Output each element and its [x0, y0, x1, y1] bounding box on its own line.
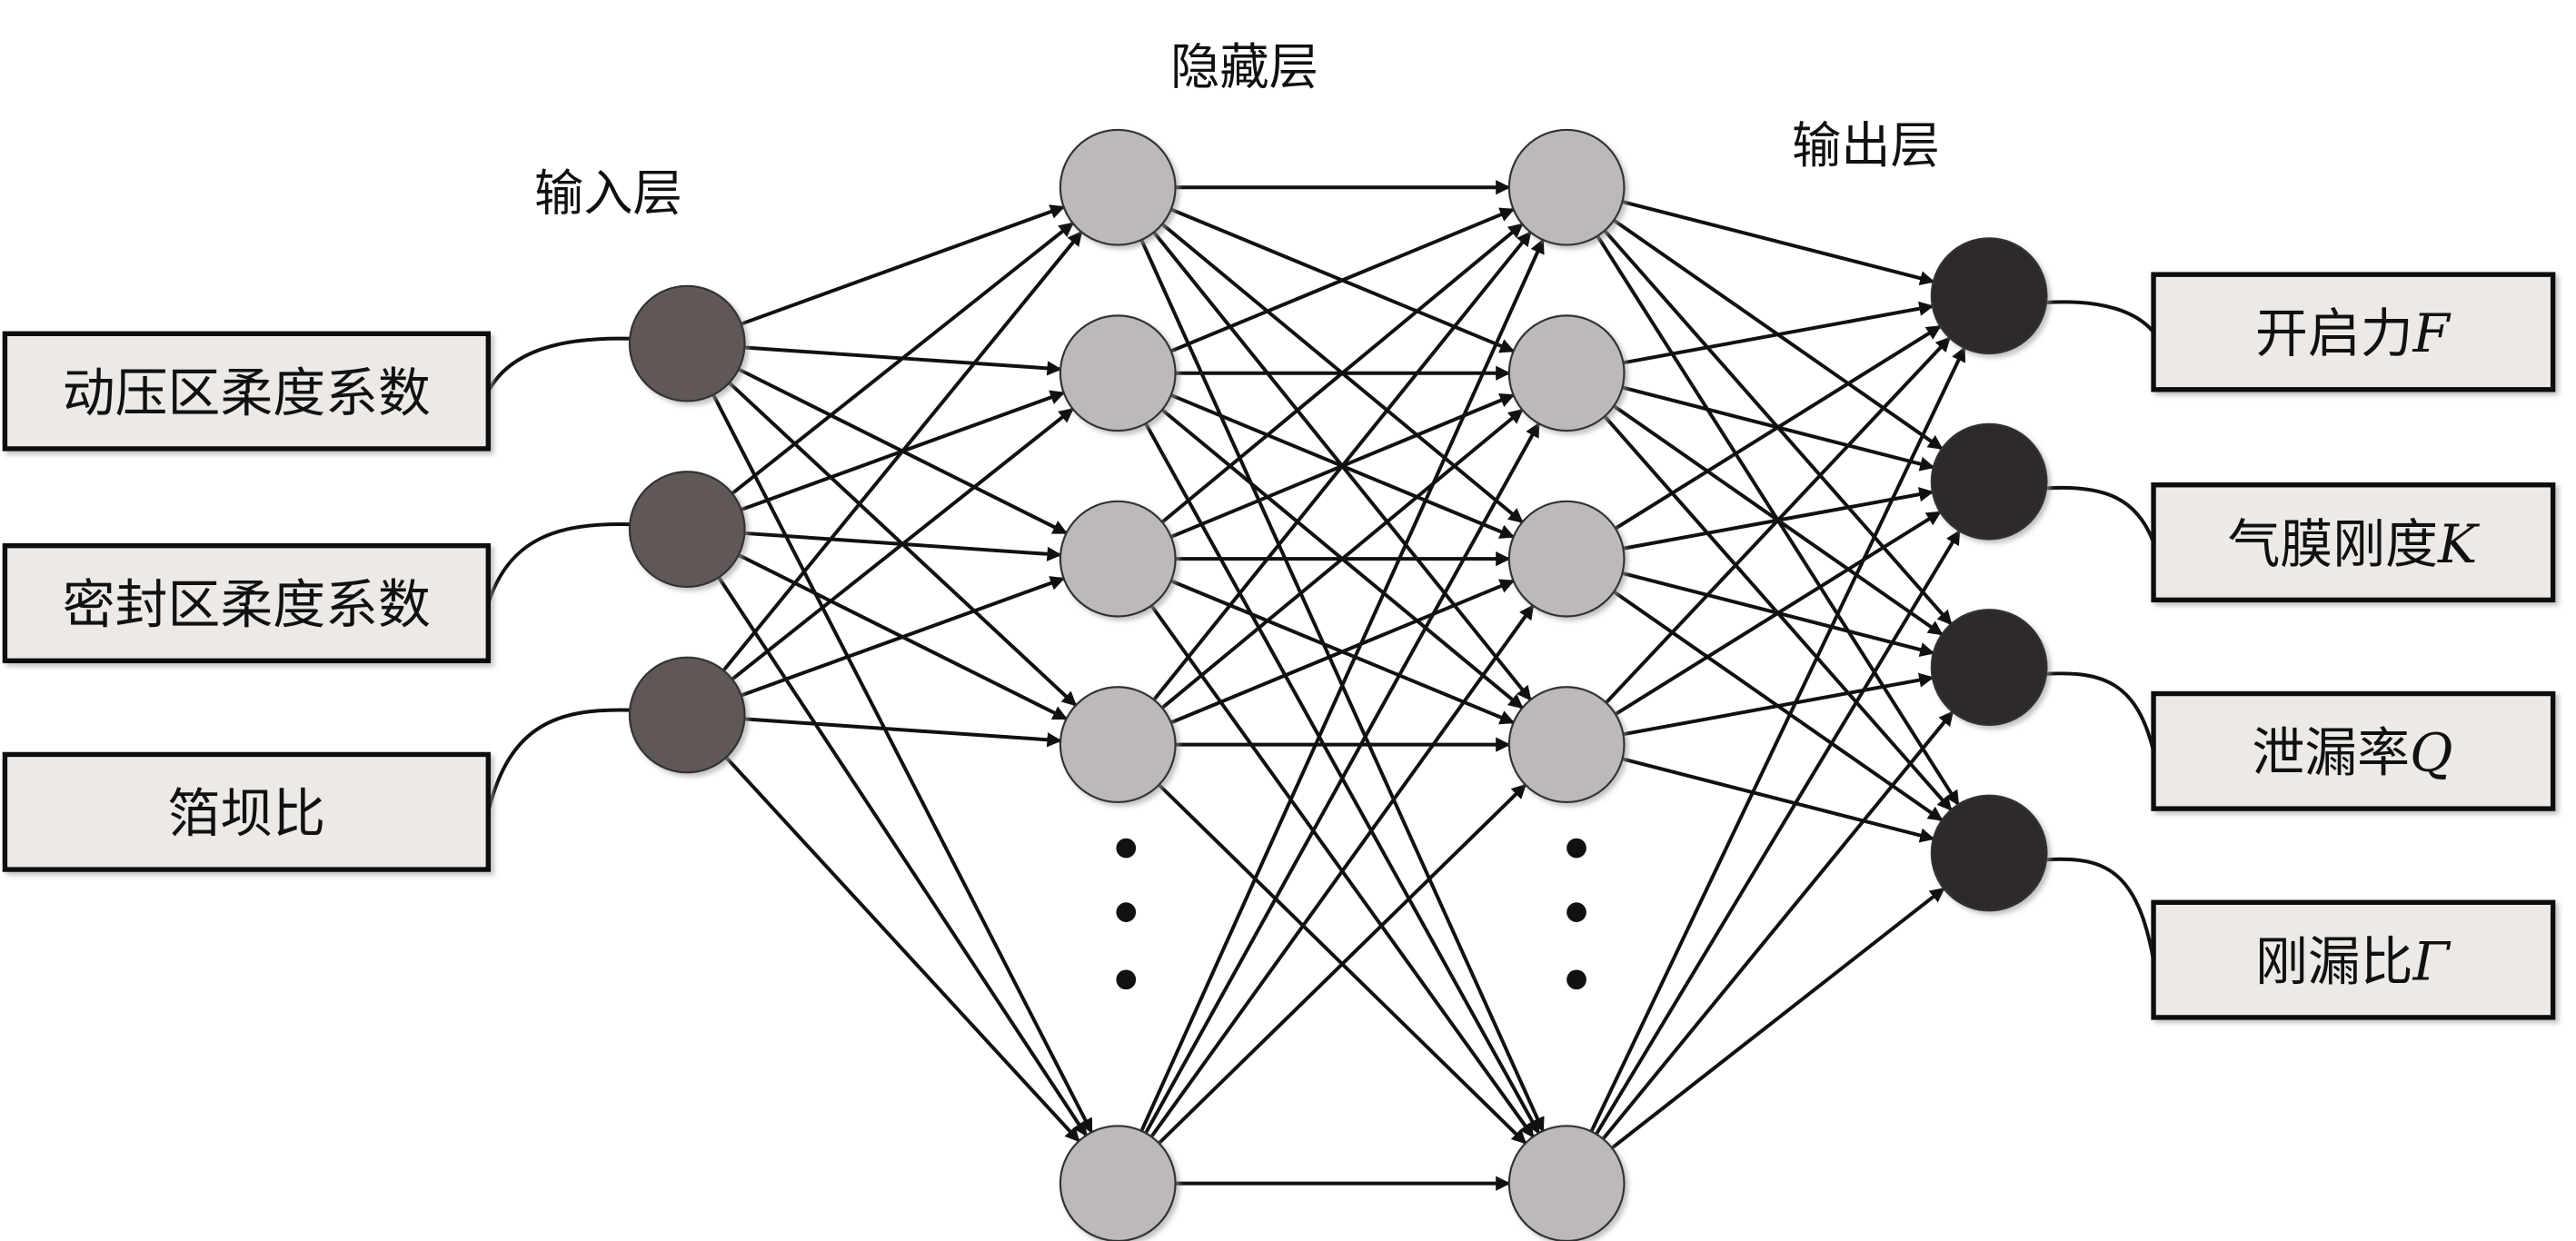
- hidden1-hidden2-edge-1-0: [1169, 207, 1516, 353]
- output-node-0: [1930, 237, 2048, 355]
- output-symbol: Γ: [2412, 930, 2452, 992]
- input-hidden1-edge-2-4: [724, 756, 1080, 1143]
- input-hidden1-edge-2-3: [744, 717, 1062, 748]
- input-hidden1-edge-1-0: [731, 222, 1074, 495]
- input-box-1: [2, 542, 492, 664]
- input-node-1: [628, 471, 746, 588]
- output-name: 开启力: [2255, 303, 2413, 364]
- input-link-2: [486, 708, 630, 813]
- ellipsis-dots: [1116, 838, 1586, 990]
- hidden1-hidden2-edge-4-1: [1144, 422, 1541, 1135]
- output-node-2: [1930, 609, 2048, 726]
- output-node-1: [1930, 422, 2048, 541]
- output-box-2: [2151, 690, 2556, 811]
- hidden2-node-2: [1507, 500, 1626, 618]
- output-symbol: Q: [2410, 722, 2452, 784]
- input-hidden1-edge-0-4: [711, 393, 1094, 1134]
- hidden1-node-0: [1059, 128, 1177, 246]
- ellipsis-dot: [1116, 969, 1137, 990]
- hidden2-output-edge-2-0: [1614, 324, 1942, 531]
- input-link-1: [486, 522, 630, 604]
- ellipsis-dot: [1116, 902, 1137, 922]
- input-box-0: [2, 331, 492, 452]
- output-label-0: 开启力F: [2255, 303, 2452, 364]
- hidden1-hidden2-edge-4-0: [1139, 238, 1545, 1132]
- input-hidden1-edge-0-0: [741, 204, 1066, 326]
- input-hidden1-edge-1-4: [717, 576, 1089, 1137]
- input-hidden1-edge-2-2: [741, 576, 1066, 698]
- input-node-2: [628, 656, 746, 774]
- output-label-3: 刚漏比Γ: [2255, 930, 2452, 992]
- output-name: 刚漏比: [2255, 930, 2413, 992]
- output-box-3: [2151, 899, 2556, 1020]
- hidden2-output-edge-1-0: [1623, 301, 1934, 365]
- input-layer-title: 输入层: [534, 165, 682, 223]
- ellipsis-dot: [1566, 902, 1586, 922]
- input-label-1: 密封区柔度系数: [63, 574, 431, 636]
- hidden1-hidden2-edge-3-0: [1152, 231, 1532, 701]
- nodes: [628, 128, 2048, 1241]
- hidden1-hidden2-edge-4-2: [1149, 604, 1535, 1138]
- output-node-3: [1930, 794, 2048, 912]
- hidden2-output-edge-0-0: [1621, 200, 1935, 286]
- ellipsis-dot: [1566, 969, 1586, 990]
- output-link-0: [2046, 300, 2155, 333]
- output-symbol: F: [2412, 303, 2452, 364]
- hidden2-output-edge-3-2: [1623, 672, 1934, 737]
- output-label-1: 气膜刚度K: [2228, 513, 2482, 575]
- hidden2-output-edge-3-3: [1621, 757, 1935, 843]
- input-link-0: [486, 336, 630, 392]
- connections: [711, 180, 1966, 1191]
- hidden2-output-edge-4-1: [1595, 529, 1962, 1136]
- hidden2-node-3: [1507, 686, 1626, 804]
- output-link-1: [2046, 485, 2155, 543]
- hidden2-output-edge-3-1: [1614, 510, 1942, 716]
- output-name: 泄漏率: [2252, 722, 2410, 784]
- input-node-0: [628, 284, 746, 402]
- input-hidden1-edge-2-1: [731, 407, 1074, 681]
- output-link-3: [2046, 857, 2155, 960]
- hidden1-hidden2-edge-3-1: [1160, 408, 1524, 710]
- output-label-2: 泄漏率Q: [2252, 722, 2452, 784]
- hidden1-node-4: [1059, 1125, 1177, 1241]
- io-links: [486, 300, 2155, 960]
- output-box-0: [2151, 272, 2556, 392]
- hidden2-node-4: [1507, 1125, 1626, 1241]
- output-symbol: K: [2437, 513, 2481, 575]
- input-hidden1-edge-2-0: [721, 231, 1083, 672]
- hidden2-output-edge-4-0: [1589, 346, 1966, 1133]
- output-box-1: [2151, 482, 2556, 603]
- output-link-2: [2046, 671, 2155, 752]
- hidden1-node-3: [1059, 686, 1177, 804]
- output-layer-title: 输出层: [1792, 117, 1940, 174]
- hidden2-output-edge-4-3: [1610, 887, 1945, 1150]
- hidden1-node-1: [1059, 314, 1177, 432]
- output-name: 气膜刚度: [2228, 513, 2439, 575]
- hidden2-output-edge-4-2: [1601, 710, 1954, 1140]
- hidden2-node-0: [1507, 128, 1626, 246]
- hidden-layer-title: 隐藏层: [1170, 38, 1318, 95]
- input-label-0: 动压区柔度系数: [63, 362, 431, 423]
- input-label-2: 箔坝比: [168, 782, 326, 844]
- hidden1-hidden2-edge-2-0: [1160, 223, 1524, 524]
- input-box-2: [2, 751, 492, 872]
- hidden2-output-edge-3-0: [1605, 336, 1952, 704]
- hidden1-hidden2-edge-4-3: [1158, 783, 1527, 1145]
- hidden2-node-1: [1507, 314, 1626, 432]
- ellipsis-dot: [1116, 838, 1137, 859]
- ellipsis-dot: [1566, 838, 1586, 859]
- hidden1-node-2: [1059, 500, 1177, 618]
- hidden1-hidden2-edge-3-2: [1169, 579, 1516, 725]
